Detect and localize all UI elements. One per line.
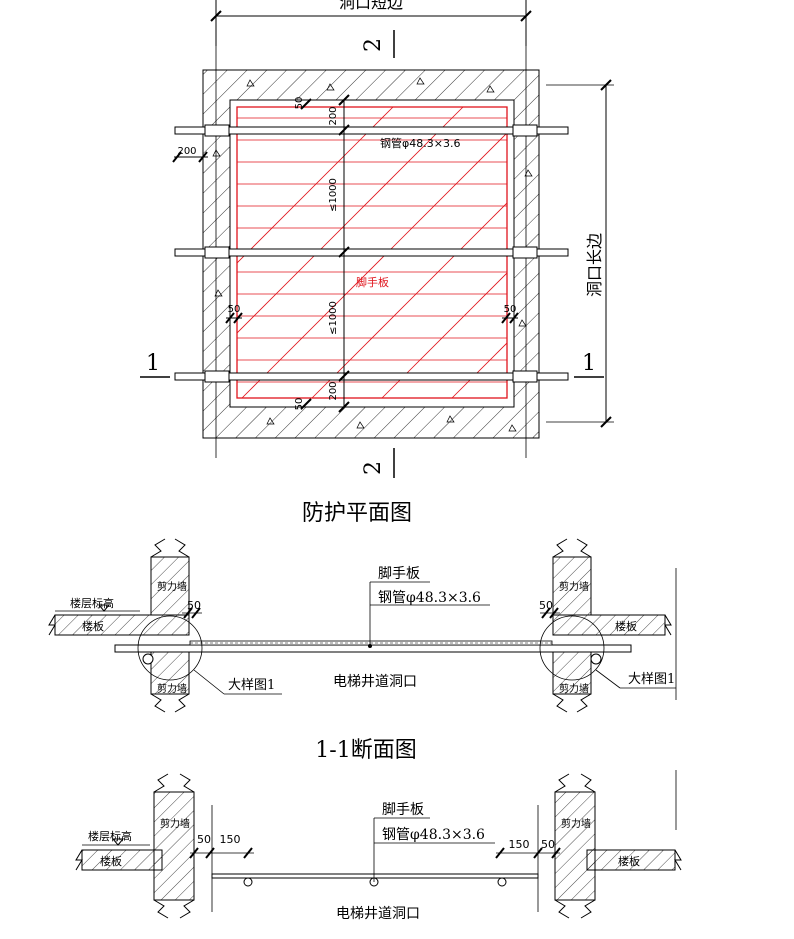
s22-shear-wall-right: 剪力墙 [561,817,591,830]
dim-50-left: 50 [228,304,241,315]
s22-slab-left: 楼板 [100,854,122,868]
dim-200-left: 200 [177,146,196,157]
s11-steel-pipe-label: 钢管φ48.3×3.6 [378,590,481,606]
section-2-2: 剪力墙 剪力墙 楼层标高 楼板 楼板 50 150 150 50 脚手板 钢管φ… [75,770,682,922]
dim-1000-upper: ≤1000 [328,178,339,212]
plan-title: 防护平面图 [302,501,412,526]
s22-steel-pipe-label: 钢管φ48.3×3.6 [382,827,485,843]
s11-detail-circle-right [539,615,605,681]
dim-50-top: 50 [294,97,305,110]
concrete-aggregate-marks [212,77,533,432]
s22-left-wall [153,773,195,919]
s11-shear-wall-top-left: 剪力墙 [157,580,187,593]
s11-left-wall-lower [150,647,190,713]
s11-scaffold-board-label: 脚手板 [378,566,420,582]
s11-floor-level: 楼层标高 [70,596,114,610]
s22-shaft-opening: 电梯井道洞口 [336,906,420,922]
s22-left-slab [81,849,163,871]
s11-shear-wall-bottom-left: 剪力墙 [157,682,187,695]
s22-right-wall [554,773,596,919]
plan-steel-pipe-label: 钢管φ48.3×3.6 [380,136,460,150]
s11-detail-label-left: 大样图1 [228,678,275,693]
s11-pipe-right [590,653,602,665]
s22-slab-right: 楼板 [618,854,640,868]
s22-shear-wall-left: 剪力墙 [160,817,190,830]
s11-slab-left: 楼板 [82,619,104,633]
s22-dim-150-right: 150 [509,838,530,851]
section-1-1-title: 1-1断面图 [315,738,416,763]
dim-200-bottom: 200 [328,381,339,400]
s22-scaffold-board-label: 脚手板 [382,802,424,818]
s11-shaft-opening: 电梯井道洞口 [333,674,417,690]
s11-detail-circle-left [137,615,203,681]
plan-view: 洞口短边 2 2 [140,0,614,526]
dim-50-right: 50 [504,304,517,315]
section-1-right-marker: 1 [582,351,596,376]
s11-shear-wall-bottom-right: 剪力墙 [559,682,589,695]
section-1-1: 剪力墙 剪力墙 剪力墙 剪力墙 楼层标高 楼板 楼板 50 50 脚手板 钢管φ… [48,538,677,763]
s22-scaffold-board [211,873,539,879]
s22-dim-50-left: 50 [197,833,211,846]
plan-steel-pipes [174,124,569,383]
s11-left-slab [54,614,190,636]
dim-200-top: 200 [328,106,339,125]
s11-steel-pipe [114,644,632,653]
plan-scaffold-board-label: 脚手板 [356,275,389,289]
s11-shear-wall-top-right: 剪力墙 [559,580,589,593]
dim-1000-lower: ≤1000 [328,301,339,335]
s22-dim-50-right: 50 [541,838,555,851]
s22-pipe-right [497,877,507,887]
s11-right-wall-lower [552,647,592,713]
dim-50-bottom: 50 [294,398,305,411]
s22-pipe-left [243,877,253,887]
s22-dim-150-left: 150 [220,833,241,846]
short-side-label: 洞口短边 [339,0,403,12]
s11-pipe-left [142,653,154,665]
section-1-left-marker: 1 [146,351,160,376]
s11-slab-right: 楼板 [615,619,637,633]
s11-left-wall-upper [150,538,190,616]
s11-dim-50-left: 50 [187,599,201,612]
s11-dim-50-right: 50 [539,599,553,612]
section-2-bottom-marker: 2 [361,461,386,475]
section-2-top-marker: 2 [361,38,386,52]
s22-floor-level: 楼层标高 [88,829,132,843]
long-side-label: 洞口长边 [585,233,604,297]
s11-detail-label-right: 大样图1 [628,672,675,687]
s11-right-slab [552,614,666,636]
s11-right-wall-upper [552,538,592,616]
